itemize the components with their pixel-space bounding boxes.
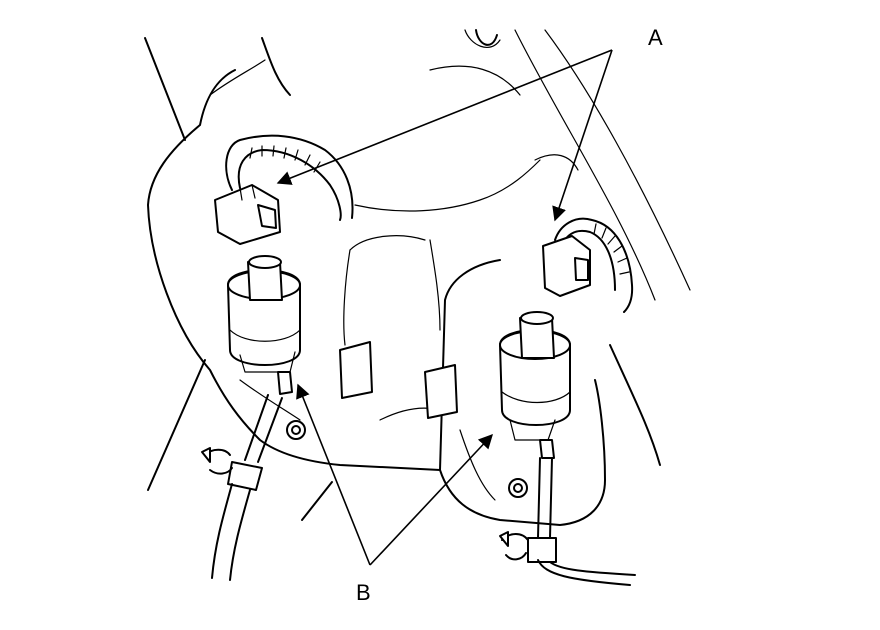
callout-label-b: B	[356, 580, 371, 605]
mounting-tabs	[339, 341, 458, 419]
callout-leaders	[276, 49, 613, 566]
vehicle-body-lines	[144, 29, 691, 521]
washer-reservoir	[147, 59, 606, 526]
left-washer-pump-motor	[227, 255, 306, 440]
right-washer-pump-motor	[499, 311, 571, 498]
left-washer-hose	[201, 394, 283, 581]
right-harness-connector	[542, 217, 634, 313]
right-washer-hose	[499, 457, 636, 586]
left-harness-connector	[214, 134, 354, 245]
callout-label-a: A	[648, 25, 663, 50]
